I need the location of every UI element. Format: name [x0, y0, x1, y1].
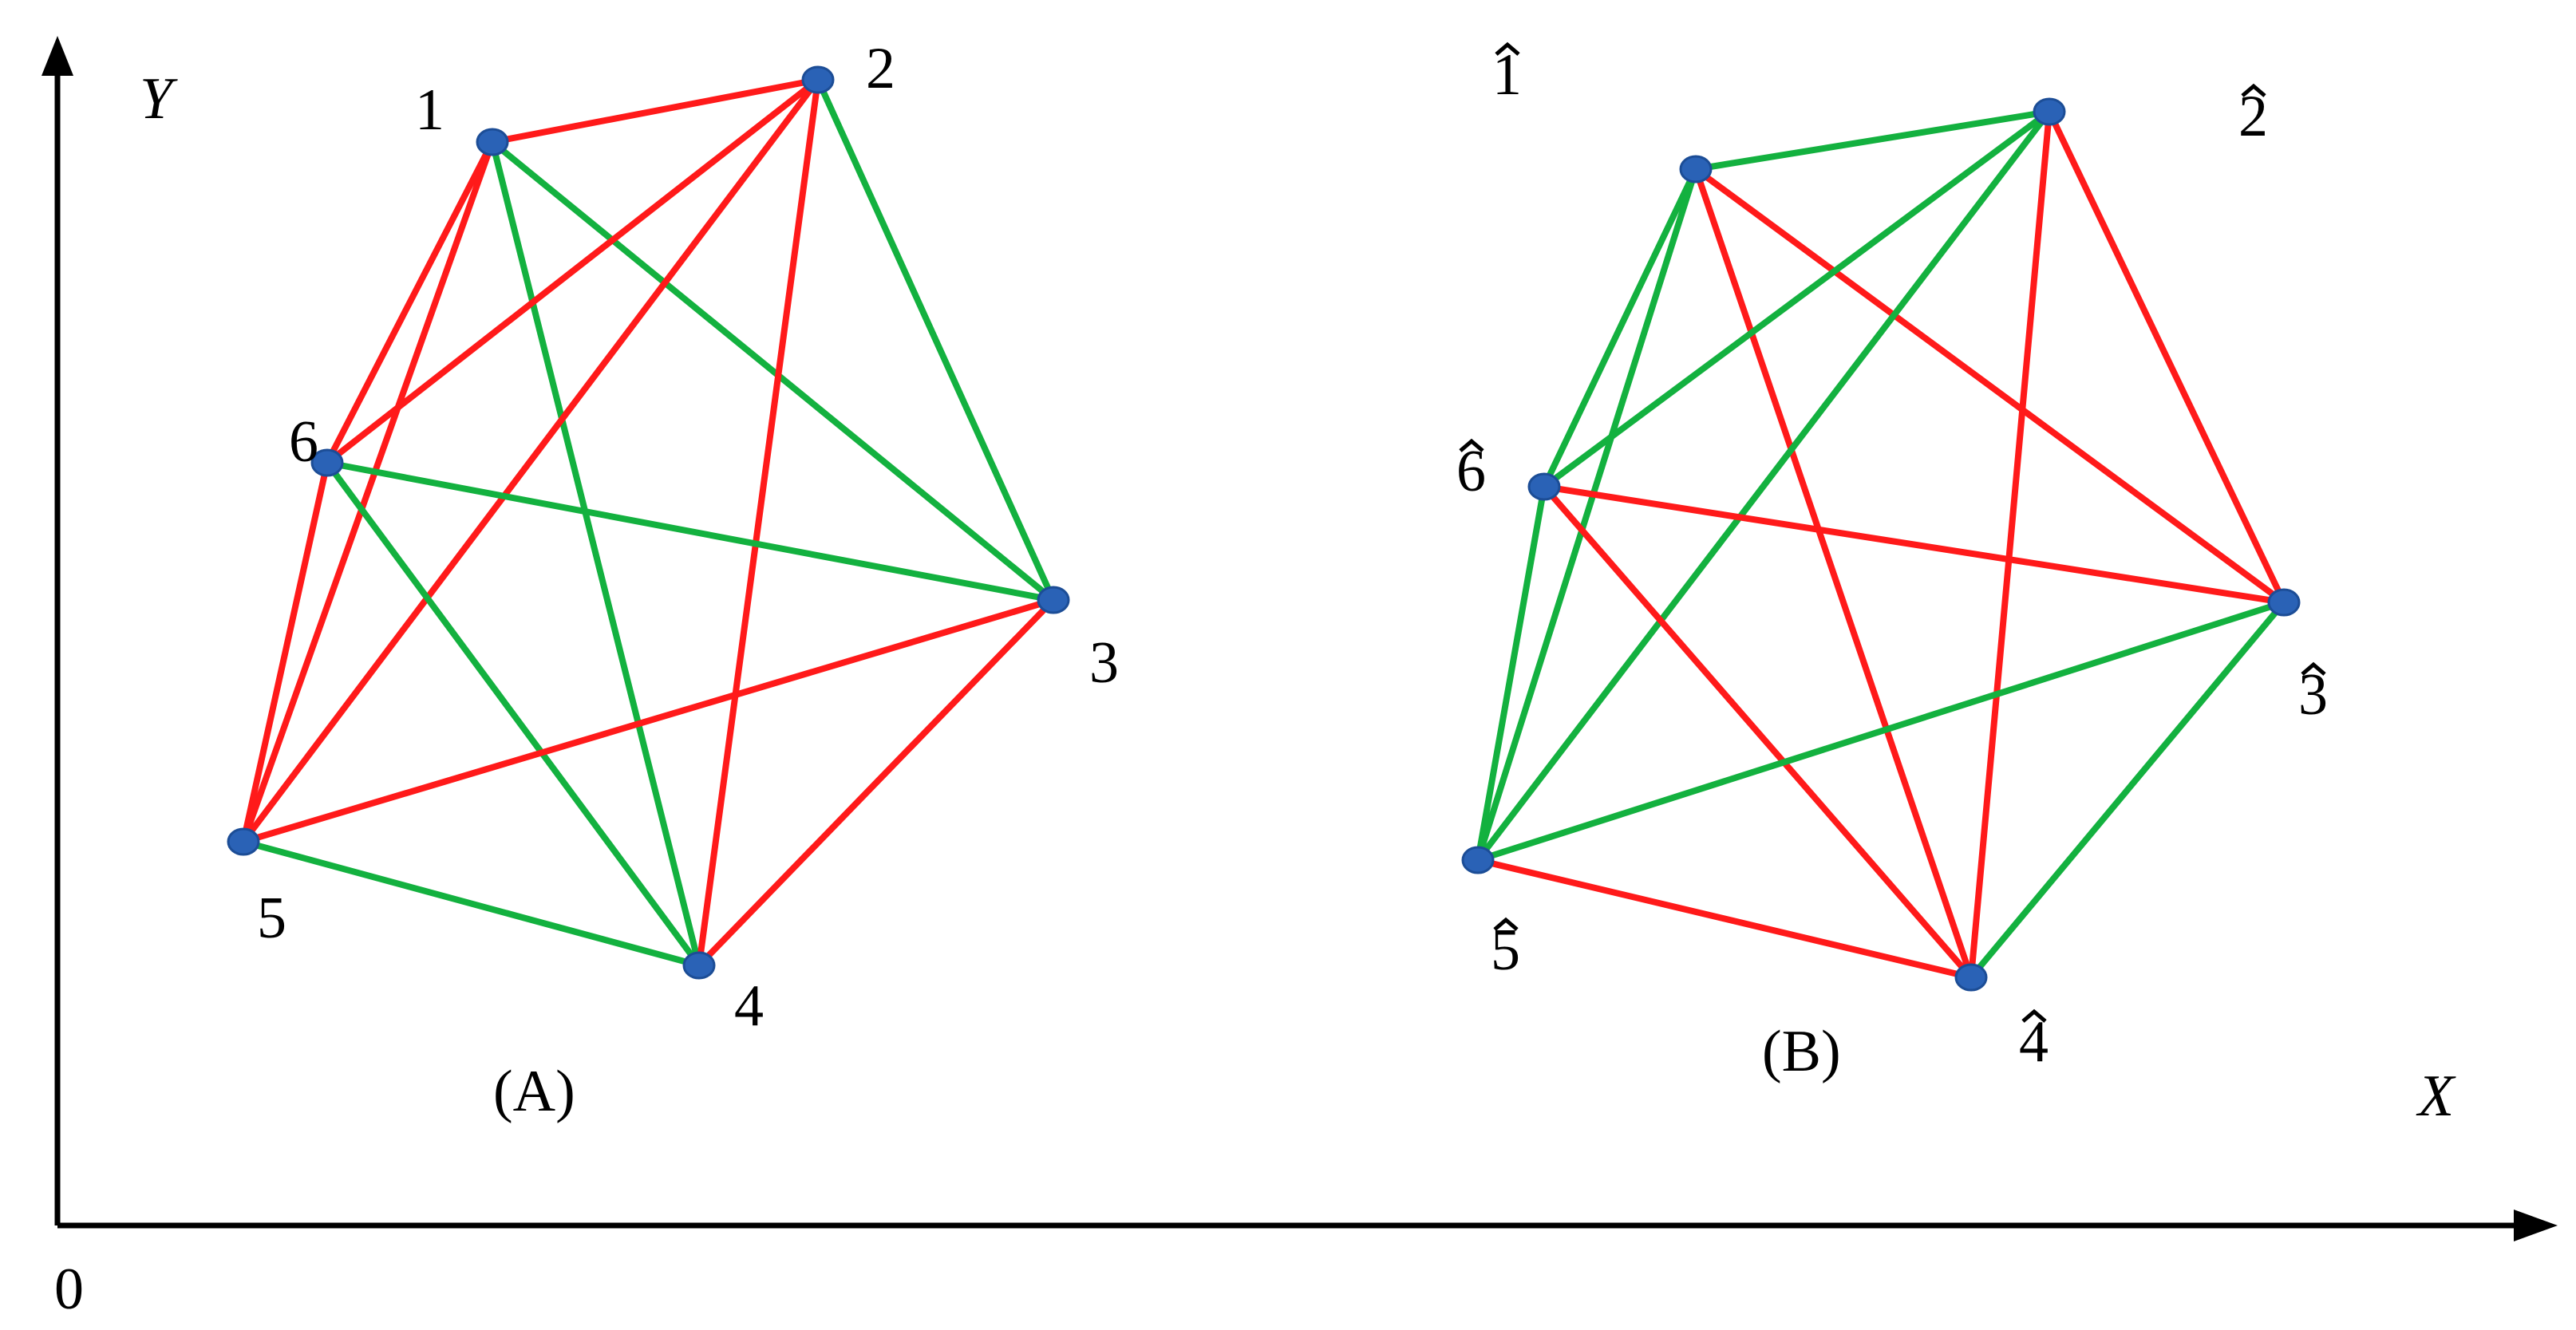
graph-b-nodes — [1461, 97, 2301, 992]
graph-b-node-4 — [1954, 963, 1988, 992]
graph-b-edge-1-6 — [1541, 166, 1699, 490]
graph-b-node-hat-icon-6 — [1459, 438, 1484, 452]
graph-b-edge-5-3 — [1475, 599, 2287, 863]
graph-a-edge-3-4 — [696, 597, 1057, 969]
graph-b-node-1 — [1679, 155, 1713, 184]
graph-b-edge-2-6 — [1541, 109, 2053, 490]
graph-b-node-hat-icon-5 — [1493, 917, 1519, 931]
graph-b-node-3 — [2267, 588, 2301, 617]
x-axis-arrow-icon — [2514, 1210, 2558, 1241]
axes: Y X 0 — [41, 36, 2558, 1322]
graph-b-node-hat-icon-1 — [1495, 41, 1520, 56]
graph-b-edge-2-4 — [1968, 109, 2053, 981]
graph-b-node-2 — [2033, 97, 2066, 126]
graph-a-node-label-1: 1 — [415, 77, 444, 143]
graph-a-edge-2-6 — [324, 77, 821, 466]
graph-a-node-6 — [310, 448, 344, 477]
graph-a-labels: 1 2 3 4 5 6 — [257, 36, 1119, 1039]
graph-b-node-hat-icon-4 — [2021, 1008, 2047, 1023]
graph-a-edge-1-2 — [489, 77, 821, 145]
panel-b-label: (B) — [1762, 1019, 1841, 1084]
graph-b-edges — [1475, 109, 2287, 981]
graph-b-edge-1-5 — [1475, 166, 1699, 863]
graph-a: 1 2 3 4 5 6 — [227, 36, 1119, 1039]
graph-a-node-5 — [227, 827, 260, 856]
graph-b-edge-1-2 — [1693, 109, 2053, 172]
graph-a-node-4 — [682, 951, 716, 980]
panel-a-label: (A) — [493, 1059, 575, 1124]
graph-a-edge-1-6 — [324, 139, 496, 466]
origin-label: 0 — [54, 1257, 84, 1322]
graph-a-nodes — [227, 65, 1070, 980]
graph-b-edge-1-4 — [1693, 166, 1974, 981]
graph-a-node-2 — [801, 65, 835, 94]
graph-b-edge-2-3 — [2046, 109, 2287, 606]
graph-a-edge-5-3 — [240, 597, 1057, 845]
graph-b-node-hat-icon-2 — [2241, 83, 2266, 97]
graph-a-edge-2-3 — [815, 77, 1057, 603]
graph-b-edge-3-4 — [1968, 599, 2287, 981]
graph-a-node-label-4: 4 — [734, 973, 764, 1039]
graph-a-edge-6-4 — [324, 460, 702, 969]
graph-b-node-hat-icon-3 — [2301, 661, 2326, 676]
graph-a-edge-1-5 — [240, 139, 496, 845]
graph-b-node-5 — [1461, 846, 1495, 874]
graph-a-node-label-5: 5 — [257, 886, 286, 951]
graph-a-edges — [240, 77, 1057, 969]
graph-a-edge-1-3 — [489, 139, 1057, 603]
graph-b-edge-5-4 — [1475, 857, 1974, 981]
y-axis-arrow-icon — [41, 36, 73, 76]
graph-a-node-3 — [1037, 586, 1070, 614]
graph-a-node-label-6: 6 — [289, 409, 318, 475]
x-axis-label: X — [2416, 1064, 2456, 1129]
graph-b-edge-2-5 — [1475, 109, 2053, 863]
graph-a-node-label-3: 3 — [1089, 630, 1119, 696]
graph-a-node-label-2: 2 — [866, 36, 895, 101]
graph-b-edge-6-3 — [1541, 483, 2287, 606]
graph-a-edge-6-3 — [324, 460, 1057, 603]
graph-a-node-1 — [476, 128, 509, 156]
y-axis-label: Y — [140, 66, 178, 132]
graph-b-edge-1-3 — [1693, 166, 2287, 606]
graph-a-edge-6-5 — [240, 460, 330, 845]
graph-a-edge-1-4 — [489, 139, 702, 969]
graph-a-edge-2-5 — [240, 77, 821, 845]
graph-b-edge-6-5 — [1475, 483, 1547, 863]
graph-b-edge-6-4 — [1541, 483, 1974, 981]
graph-a-edge-5-4 — [240, 839, 702, 969]
graph-a-edge-2-4 — [696, 77, 821, 969]
graph-b-node-6 — [1527, 472, 1561, 501]
